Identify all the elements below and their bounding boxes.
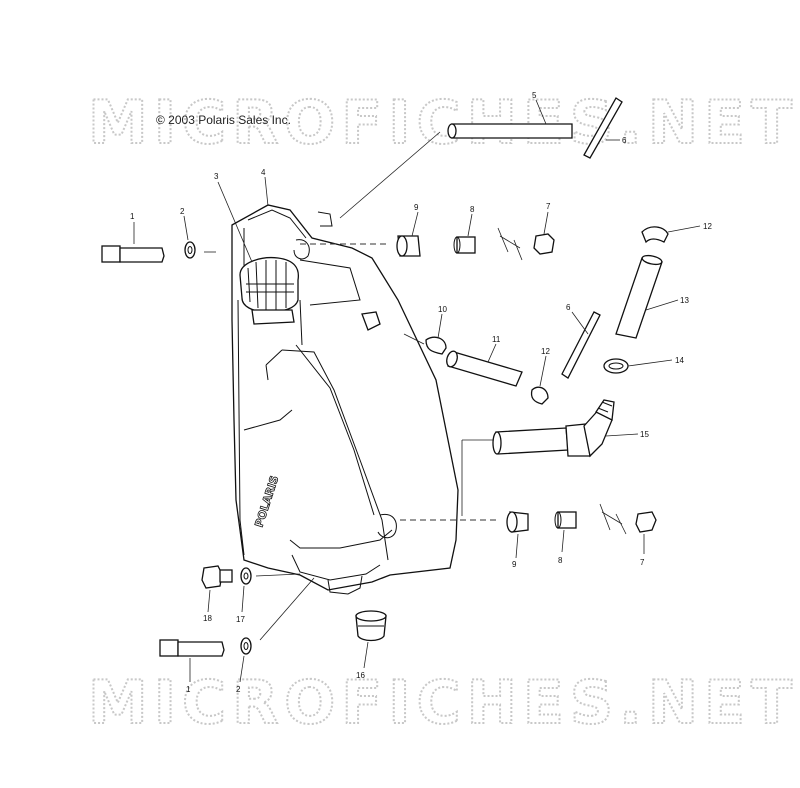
drain-plug — [201, 565, 233, 589]
spacer-bottom — [554, 511, 577, 529]
leader-hose-tank — [339, 131, 441, 219]
leader-17 — [255, 573, 301, 577]
washer-17 — [240, 567, 252, 585]
spacer-top — [453, 236, 476, 254]
washer-bottom — [240, 637, 252, 655]
callout-14: 14 — [675, 356, 684, 365]
callout-5: 5 — [532, 91, 537, 100]
washer-top — [184, 241, 216, 259]
cable-tie-top — [583, 97, 623, 159]
grommet-16 — [355, 610, 387, 642]
callout-12-mid: 12 — [541, 347, 550, 356]
break-top — [497, 227, 523, 261]
watermark-top: MICROFICHES.NET — [88, 88, 798, 158]
clamp-10 — [425, 336, 447, 355]
callout-10: 10 — [438, 305, 447, 314]
cable-tie-mid — [561, 311, 601, 379]
watermark-bottom: MICROFICHES.NET — [88, 668, 798, 738]
clamp-12b — [530, 386, 549, 405]
callout-4: 4 — [261, 168, 266, 177]
leader-elbow — [461, 439, 494, 516]
callout-11: 11 — [492, 335, 501, 344]
callout-1-bottom: 1 — [186, 685, 191, 694]
copyright-notice: © 2003 Polaris Sales Inc. — [156, 113, 291, 127]
bolt-bottom — [159, 639, 225, 657]
bolt-top — [101, 245, 165, 263]
break-bottom — [599, 503, 627, 535]
callout-3: 3 — [214, 172, 219, 181]
callout-8-top: 8 — [470, 205, 475, 214]
callout-16: 16 — [356, 671, 365, 680]
callout-9-bottom: 9 — [512, 560, 517, 569]
vent-hose — [447, 123, 573, 139]
callout-2-top: 2 — [180, 207, 185, 216]
callout-17: 17 — [236, 615, 245, 624]
filler-cap — [239, 256, 300, 325]
elbow-fitting — [492, 399, 615, 458]
callout-12-top: 12 — [703, 222, 712, 231]
callout-15: 15 — [640, 430, 649, 439]
callout-7-bottom: 7 — [640, 558, 645, 567]
leader-10 — [403, 333, 425, 345]
coolant-hose — [615, 254, 663, 339]
callout-1-top: 1 — [130, 212, 135, 221]
callout-13: 13 — [680, 296, 689, 305]
callout-7-top: 7 — [546, 202, 551, 211]
callout-18: 18 — [203, 614, 212, 623]
callout-6-mid: 6 — [566, 303, 571, 312]
callout-9-top: 9 — [414, 203, 419, 212]
leader-bottom-bolt — [259, 577, 315, 641]
grommet-bottom — [506, 511, 529, 533]
callout-8-bottom: 8 — [558, 556, 563, 565]
grommet-top — [396, 235, 421, 257]
nut-bottom — [635, 511, 657, 533]
clamp-14 — [603, 358, 629, 374]
clamp-top — [641, 226, 669, 244]
callout-2-bottom: 2 — [236, 685, 241, 694]
hose-11 — [446, 350, 523, 387]
nut-top — [533, 233, 555, 255]
callouts: 1 2 3 4 5 6 9 8 7 12 13 10 11 6 12 14 15 — [130, 91, 712, 694]
callout-6-top: 6 — [622, 136, 627, 145]
